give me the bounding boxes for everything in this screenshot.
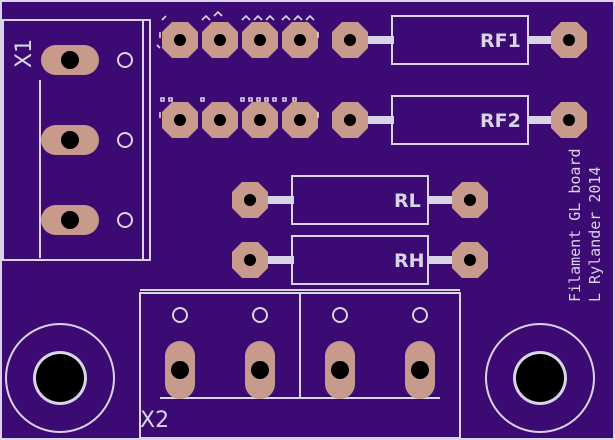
rh-lead-right (428, 256, 462, 264)
pad-bottom-4 (282, 102, 318, 138)
x2-mark-1 (172, 307, 188, 323)
rl-pad-1 (232, 182, 268, 218)
connector-x1: X1 (2, 19, 151, 261)
rf1-label: RF1 (480, 30, 521, 52)
rh-body (291, 235, 429, 285)
x1-mark-3 (117, 212, 133, 228)
rf2-pad-2 (551, 102, 587, 138)
rf1-body (391, 15, 529, 65)
rf1-lead-left (360, 36, 394, 44)
rh-label: RH (394, 250, 425, 272)
rf2-pad-1 (332, 102, 368, 138)
resistor-rh: RH (232, 235, 488, 285)
pad-row-top (156, 10, 319, 58)
pad-top-2 (202, 22, 238, 58)
rf1-pad-2 (551, 22, 587, 58)
x2-mark-3 (332, 307, 348, 323)
resistor-rf2: RF2 (332, 95, 587, 145)
pad-bottom-3 (242, 102, 278, 138)
x1-pin-1 (41, 45, 99, 75)
rf2-body (391, 95, 529, 145)
pad-top-1 (162, 22, 198, 58)
x2-mark-2 (252, 307, 268, 323)
x1-label: X1 (12, 39, 37, 68)
rf2-lead-left (360, 116, 394, 124)
pad-bottom-2 (202, 102, 238, 138)
resistor-rl: RL (232, 175, 488, 225)
x1-pin-2 (41, 125, 99, 155)
resistor-rf1: RF1 (332, 15, 587, 65)
x2-label: X2 (140, 408, 169, 433)
x1-outline (2, 19, 151, 261)
mounting-hole-left (5, 323, 115, 433)
pad-top-3 (242, 22, 278, 58)
pin-marks-bottom (159, 97, 319, 118)
pad-top-4 (282, 22, 318, 58)
rl-lead-right (428, 196, 462, 204)
rh-lead-left (262, 256, 294, 264)
rl-lead-left (262, 196, 294, 204)
rf1-pad-1 (332, 22, 368, 58)
rh-pad-2 (452, 242, 488, 278)
rl-body (291, 175, 429, 225)
rl-label: RL (394, 190, 421, 212)
pad-bottom-1 (162, 102, 198, 138)
board-author: L Rylander 2014 (586, 167, 604, 302)
connector-x2: X2 (139, 289, 461, 439)
rf2-lead-right (528, 116, 552, 124)
x1-mark-2 (117, 132, 133, 148)
x2-pin-4 (405, 341, 435, 399)
x2-pin-3 (325, 341, 355, 399)
x2-pin-2 (245, 341, 275, 399)
rf2-label: RF2 (480, 110, 521, 132)
x2-pin-1 (165, 341, 195, 399)
x2-mark-4 (412, 307, 428, 323)
rl-pad-2 (452, 182, 488, 218)
rh-pad-1 (232, 242, 268, 278)
x1-pin-3 (41, 205, 99, 235)
pad-row-bottom (159, 97, 319, 138)
pin-marks-top (156, 10, 319, 49)
board-title: Filament GL board (566, 148, 584, 302)
x1-mark-1 (117, 52, 133, 68)
mounting-hole-right (485, 323, 595, 433)
rf1-lead-right (528, 36, 552, 44)
